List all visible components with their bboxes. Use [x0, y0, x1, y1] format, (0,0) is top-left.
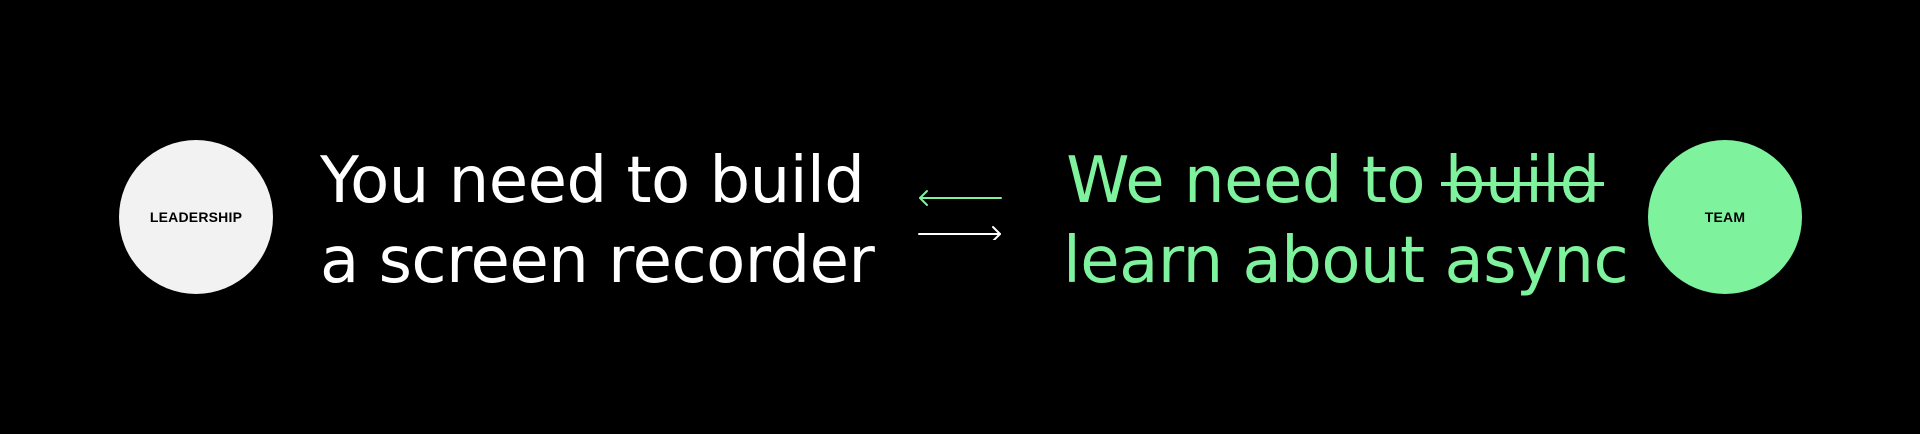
exchange-arrows — [918, 190, 1002, 240]
arrow-right-icon — [918, 226, 1001, 240]
team-statement-line-1: We need to build — [1063, 141, 1604, 221]
leadership-statement: You need to build a screen recorder — [320, 141, 875, 301]
team-label: TEAM — [1704, 209, 1746, 225]
leadership-circle: LEADERSHIP — [119, 140, 273, 294]
arrow-left-icon — [919, 190, 1002, 206]
leadership-statement-line-2: a screen recorder — [320, 224, 875, 298]
leadership-label: LEADERSHIP — [149, 209, 243, 225]
team-statement: We need to build learn about async — [1063, 141, 1629, 301]
team-statement-line-2: learn about async — [1063, 224, 1629, 298]
team-circle: TEAM — [1648, 140, 1802, 294]
struck-word: build — [1440, 141, 1604, 221]
team-statement-prefix: We need to — [1066, 144, 1445, 218]
leadership-statement-line-1: You need to build — [320, 144, 865, 218]
